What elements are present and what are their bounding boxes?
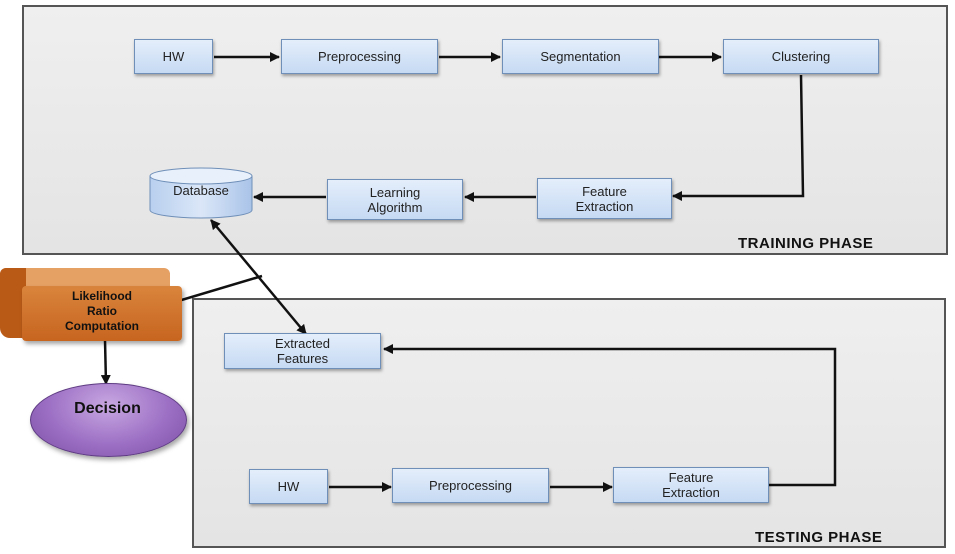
database-cylinder: [149, 167, 253, 219]
testing-feature-extraction-box: Feature Extraction: [613, 467, 769, 503]
decision-label: Decision: [74, 400, 141, 417]
testing-extracted-features-box: Extracted Features: [224, 333, 381, 369]
likelihood-block: [22, 286, 182, 341]
testing-hw-box: HW: [249, 469, 328, 504]
training-segmentation-box: Segmentation: [502, 39, 659, 74]
decision-node: [30, 383, 187, 457]
arrow-test-feature-to-extracted: [383, 344, 837, 487]
likelihood-block-side: [0, 268, 26, 338]
arrow-likelihood-to-decision: [100, 339, 111, 385]
likelihood-ratio-label: Likelihood Ratio Computation: [65, 289, 139, 333]
training-phase-label: TRAINING PHASE: [738, 235, 874, 252]
training-feature-extraction-box: Feature Extraction: [537, 178, 672, 219]
database-label: Database: [173, 183, 229, 198]
testing-preprocessing-box: Preprocessing: [392, 468, 549, 503]
training-hw-box: HW: [134, 39, 213, 74]
arrow-clustering-to-feature-extraction: [672, 74, 805, 201]
training-preprocessing-box: Preprocessing: [281, 39, 438, 74]
likelihood-block-top: [0, 268, 170, 290]
testing-phase-label: TESTING PHASE: [755, 529, 883, 546]
training-learning-algorithm-box: Learning Algorithm: [327, 179, 463, 220]
training-clustering-box: Clustering: [723, 39, 879, 74]
